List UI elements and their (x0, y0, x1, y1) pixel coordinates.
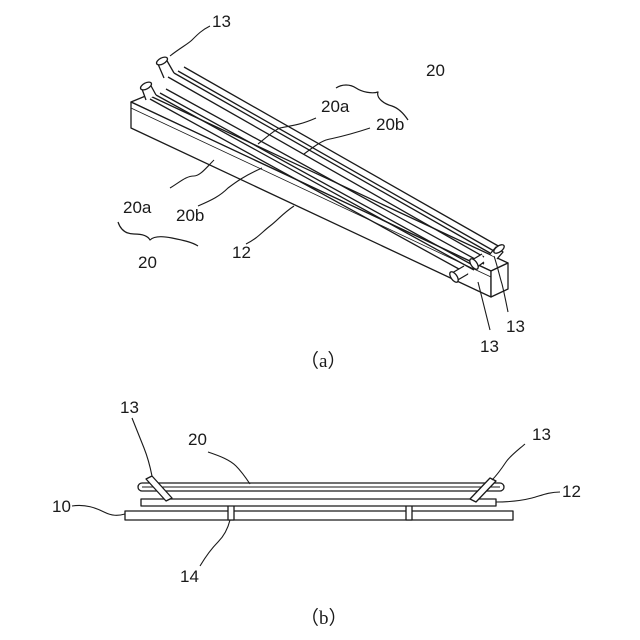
figure-a (118, 26, 508, 330)
substrate-10 (125, 511, 513, 520)
label-20b-left: 20b (176, 206, 204, 225)
label-12-b: 12 (562, 482, 581, 501)
label-13-top: 13 (212, 12, 231, 31)
caption-a: （a） (300, 350, 346, 372)
label-20-b: 20 (188, 430, 207, 449)
label-13-right: 13 (506, 317, 525, 336)
label-14-b: 14 (180, 567, 199, 586)
caption-b: （b） (300, 607, 348, 629)
leader-lines-b (72, 418, 560, 566)
label-20-top: 20 (426, 61, 445, 80)
label-13-left-b: 13 (120, 398, 139, 417)
figure-b (72, 418, 560, 566)
leader-lines-a (170, 26, 508, 330)
label-20a-top: 20a (321, 97, 350, 116)
label-10-b: 10 (52, 497, 71, 516)
label-13-bottom: 13 (480, 337, 499, 356)
label-20a-left: 20a (123, 198, 152, 217)
plate-12 (141, 499, 496, 506)
label-20-left: 20 (138, 253, 157, 272)
label-13-right-b: 13 (532, 425, 551, 444)
base-plate-12 (131, 95, 508, 297)
label-20b-top: 20b (376, 115, 404, 134)
label-12: 12 (232, 243, 251, 262)
heat-pipe-20 (138, 483, 504, 491)
